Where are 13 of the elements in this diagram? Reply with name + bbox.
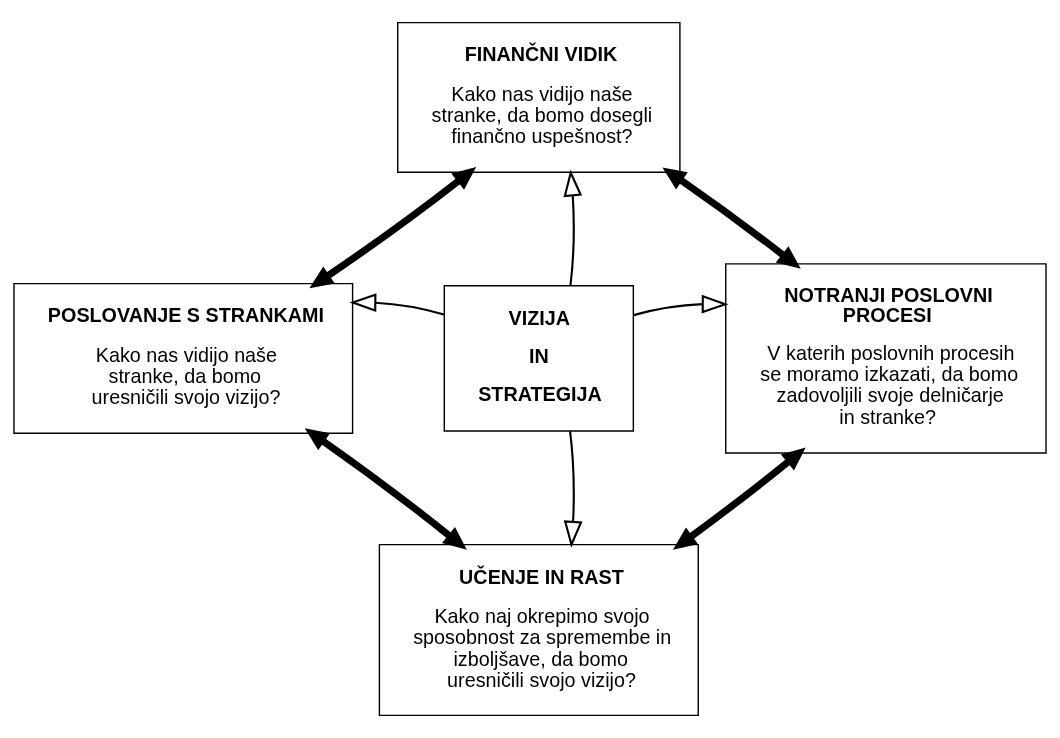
- arrow: [309, 167, 477, 289]
- node-box: VIZIJA IN STRATEGIJA: [443, 285, 635, 432]
- arrow: [633, 294, 729, 317]
- arrow: [349, 293, 445, 316]
- node-box: FINANČNI VIDIK Kako nas vidijo naše stranke, da bomo dosegli finančno uspešnost?: [397, 21, 681, 173]
- arrow: [662, 167, 801, 269]
- node-box: POSLOVANJE S STRANKAMI Kako nas vidijo naše stranke, da bomo uresničili svojo vizijo?: [13, 282, 354, 434]
- arrow: [563, 169, 583, 286]
- node-box: NOTRANJI POSLOVNI PROCESI V katerih poslovnih procesih se moramo izkazati, da bomo zadovoljili svoje delničarje in stranke?: [725, 263, 1047, 454]
- arrow: [672, 447, 806, 550]
- node-box: UČENJE IN RAST Kako naj okrepimo svojo sposobnost za spremembe in izboljšave, da bomo uresničili svojo vizijo?: [378, 543, 699, 717]
- arrow: [563, 431, 583, 548]
- arrow: [304, 428, 467, 550]
